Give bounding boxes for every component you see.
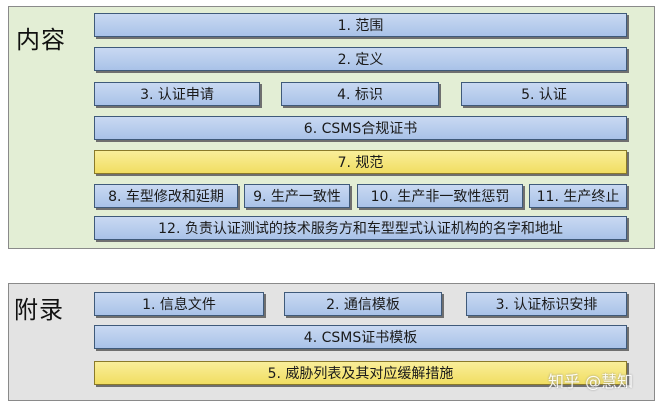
item-termination: 11. 生产终止 xyxy=(529,184,627,208)
appendix-marking-arrangement: 3. 认证标识安排 xyxy=(466,292,627,316)
watermark: 知乎 @慧知 xyxy=(548,372,634,391)
item-definition: 2. 定义 xyxy=(94,47,627,71)
content-title: 内容 xyxy=(16,26,66,54)
appendix-comm-template: 2. 通信模板 xyxy=(284,292,442,316)
item-csms-certificate: 6. CSMS合规证书 xyxy=(94,116,627,140)
appendix-info-doc: 1. 信息文件 xyxy=(94,292,264,316)
appendix-title: 附录 xyxy=(14,296,64,324)
item-names-addresses: 12. 负责认证测试的技术服务方和车型型式认证机构的名字和地址 xyxy=(94,216,627,240)
item-specification: 7. 规范 xyxy=(94,150,627,174)
item-nonconformity: 10. 生产非一致性惩罚 xyxy=(357,184,523,208)
appendix-threats: 5. 威胁列表及其对应缓解措施 xyxy=(94,361,627,385)
appendix-csms-template: 4. CSMS证书模板 xyxy=(94,325,627,349)
item-application: 3. 认证申请 xyxy=(94,82,260,106)
item-conformity: 9. 生产一致性 xyxy=(244,184,350,208)
item-certification: 5. 认证 xyxy=(461,82,627,106)
item-scope: 1. 范围 xyxy=(94,13,627,37)
item-marking: 4. 标识 xyxy=(281,82,439,106)
item-modification: 8. 车型修改和延期 xyxy=(94,184,238,208)
